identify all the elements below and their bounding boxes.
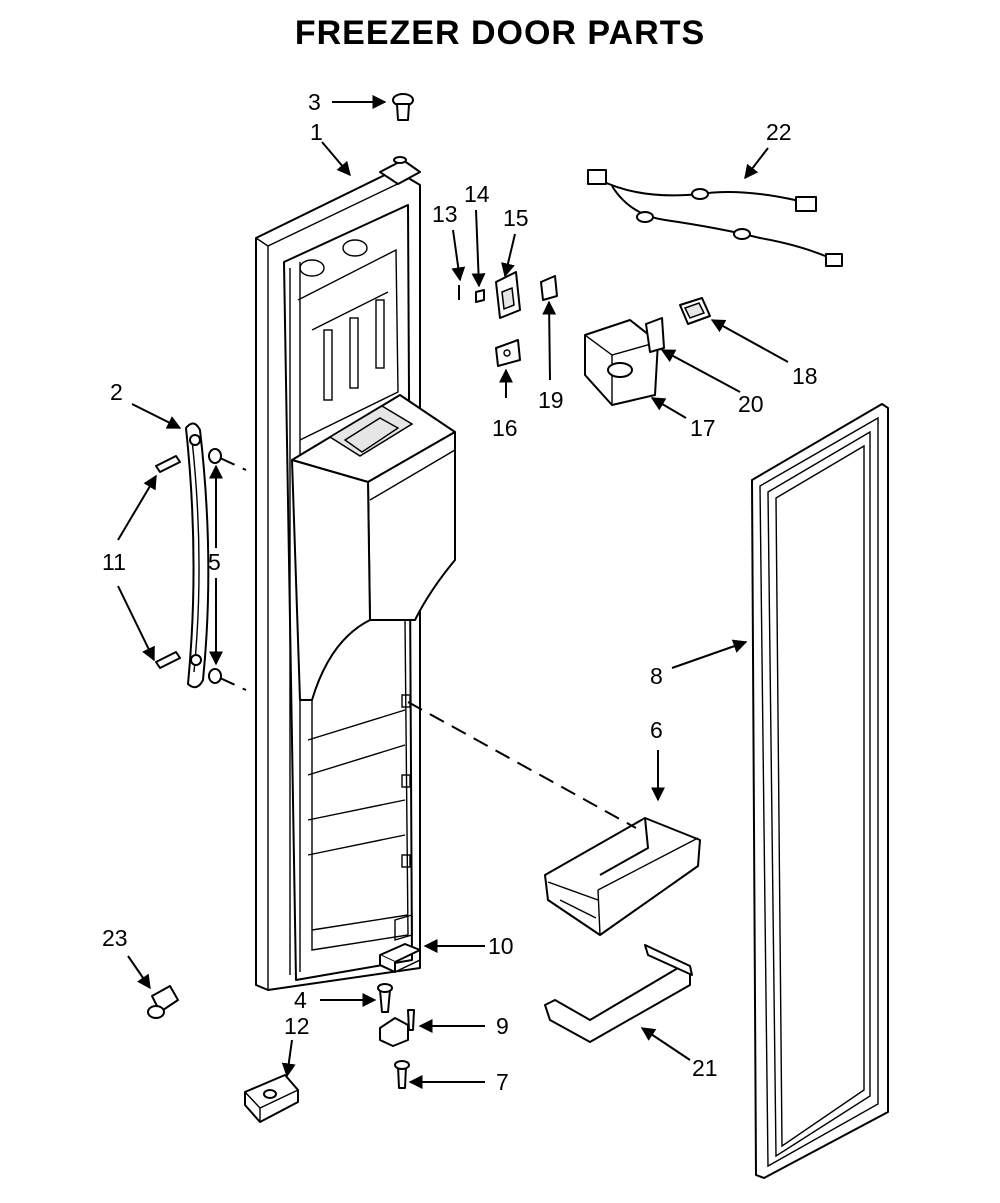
callout-9: 9 (496, 1013, 509, 1039)
hinge-bracket (244, 1074, 299, 1123)
leader-lines (117, 95, 789, 1089)
callout-12: 12 (284, 1013, 310, 1039)
bottom-hinge (377, 943, 421, 1089)
callout-7: 7 (496, 1069, 509, 1095)
freezer-door (255, 156, 456, 991)
callout-19: 19 (538, 387, 564, 413)
callout-20: 20 (738, 391, 764, 417)
callout-18: 18 (792, 363, 818, 389)
callout-22: 22 (766, 119, 792, 145)
handle-screws (208, 448, 247, 691)
door-bin (544, 817, 701, 936)
callout-6: 6 (650, 717, 663, 743)
callout-8: 8 (650, 663, 663, 689)
callout-3: 3 (308, 89, 321, 115)
handle-studs (155, 455, 181, 669)
callout-4: 4 (294, 987, 307, 1013)
callout-21: 21 (692, 1055, 718, 1081)
callout-14: 14 (464, 181, 490, 207)
callout-2: 2 (110, 379, 123, 405)
callout-13: 13 (432, 201, 458, 227)
callout-labels: 3 1 2 5 11 13 14 15 16 19 22 18 20 17 8 … (102, 89, 818, 1095)
callout-1: 1 (310, 119, 323, 145)
switch-parts (458, 271, 558, 367)
callout-15: 15 (503, 205, 529, 231)
diagram-title: FREEZER DOOR PARTS (294, 14, 706, 52)
callout-17: 17 (690, 415, 716, 441)
callout-10: 10 (488, 933, 514, 959)
adjust-knob (147, 985, 179, 1019)
door-handle (185, 422, 210, 689)
hinge-pin-top (392, 93, 414, 121)
door-gasket (751, 403, 889, 1179)
callout-11: 11 (102, 549, 126, 575)
callout-23: 23 (102, 925, 128, 951)
callout-5: 5 (208, 549, 221, 575)
bin-rail (544, 944, 693, 1043)
wire-harness (587, 169, 843, 267)
control-bracket (584, 297, 711, 406)
callout-16: 16 (492, 415, 518, 441)
